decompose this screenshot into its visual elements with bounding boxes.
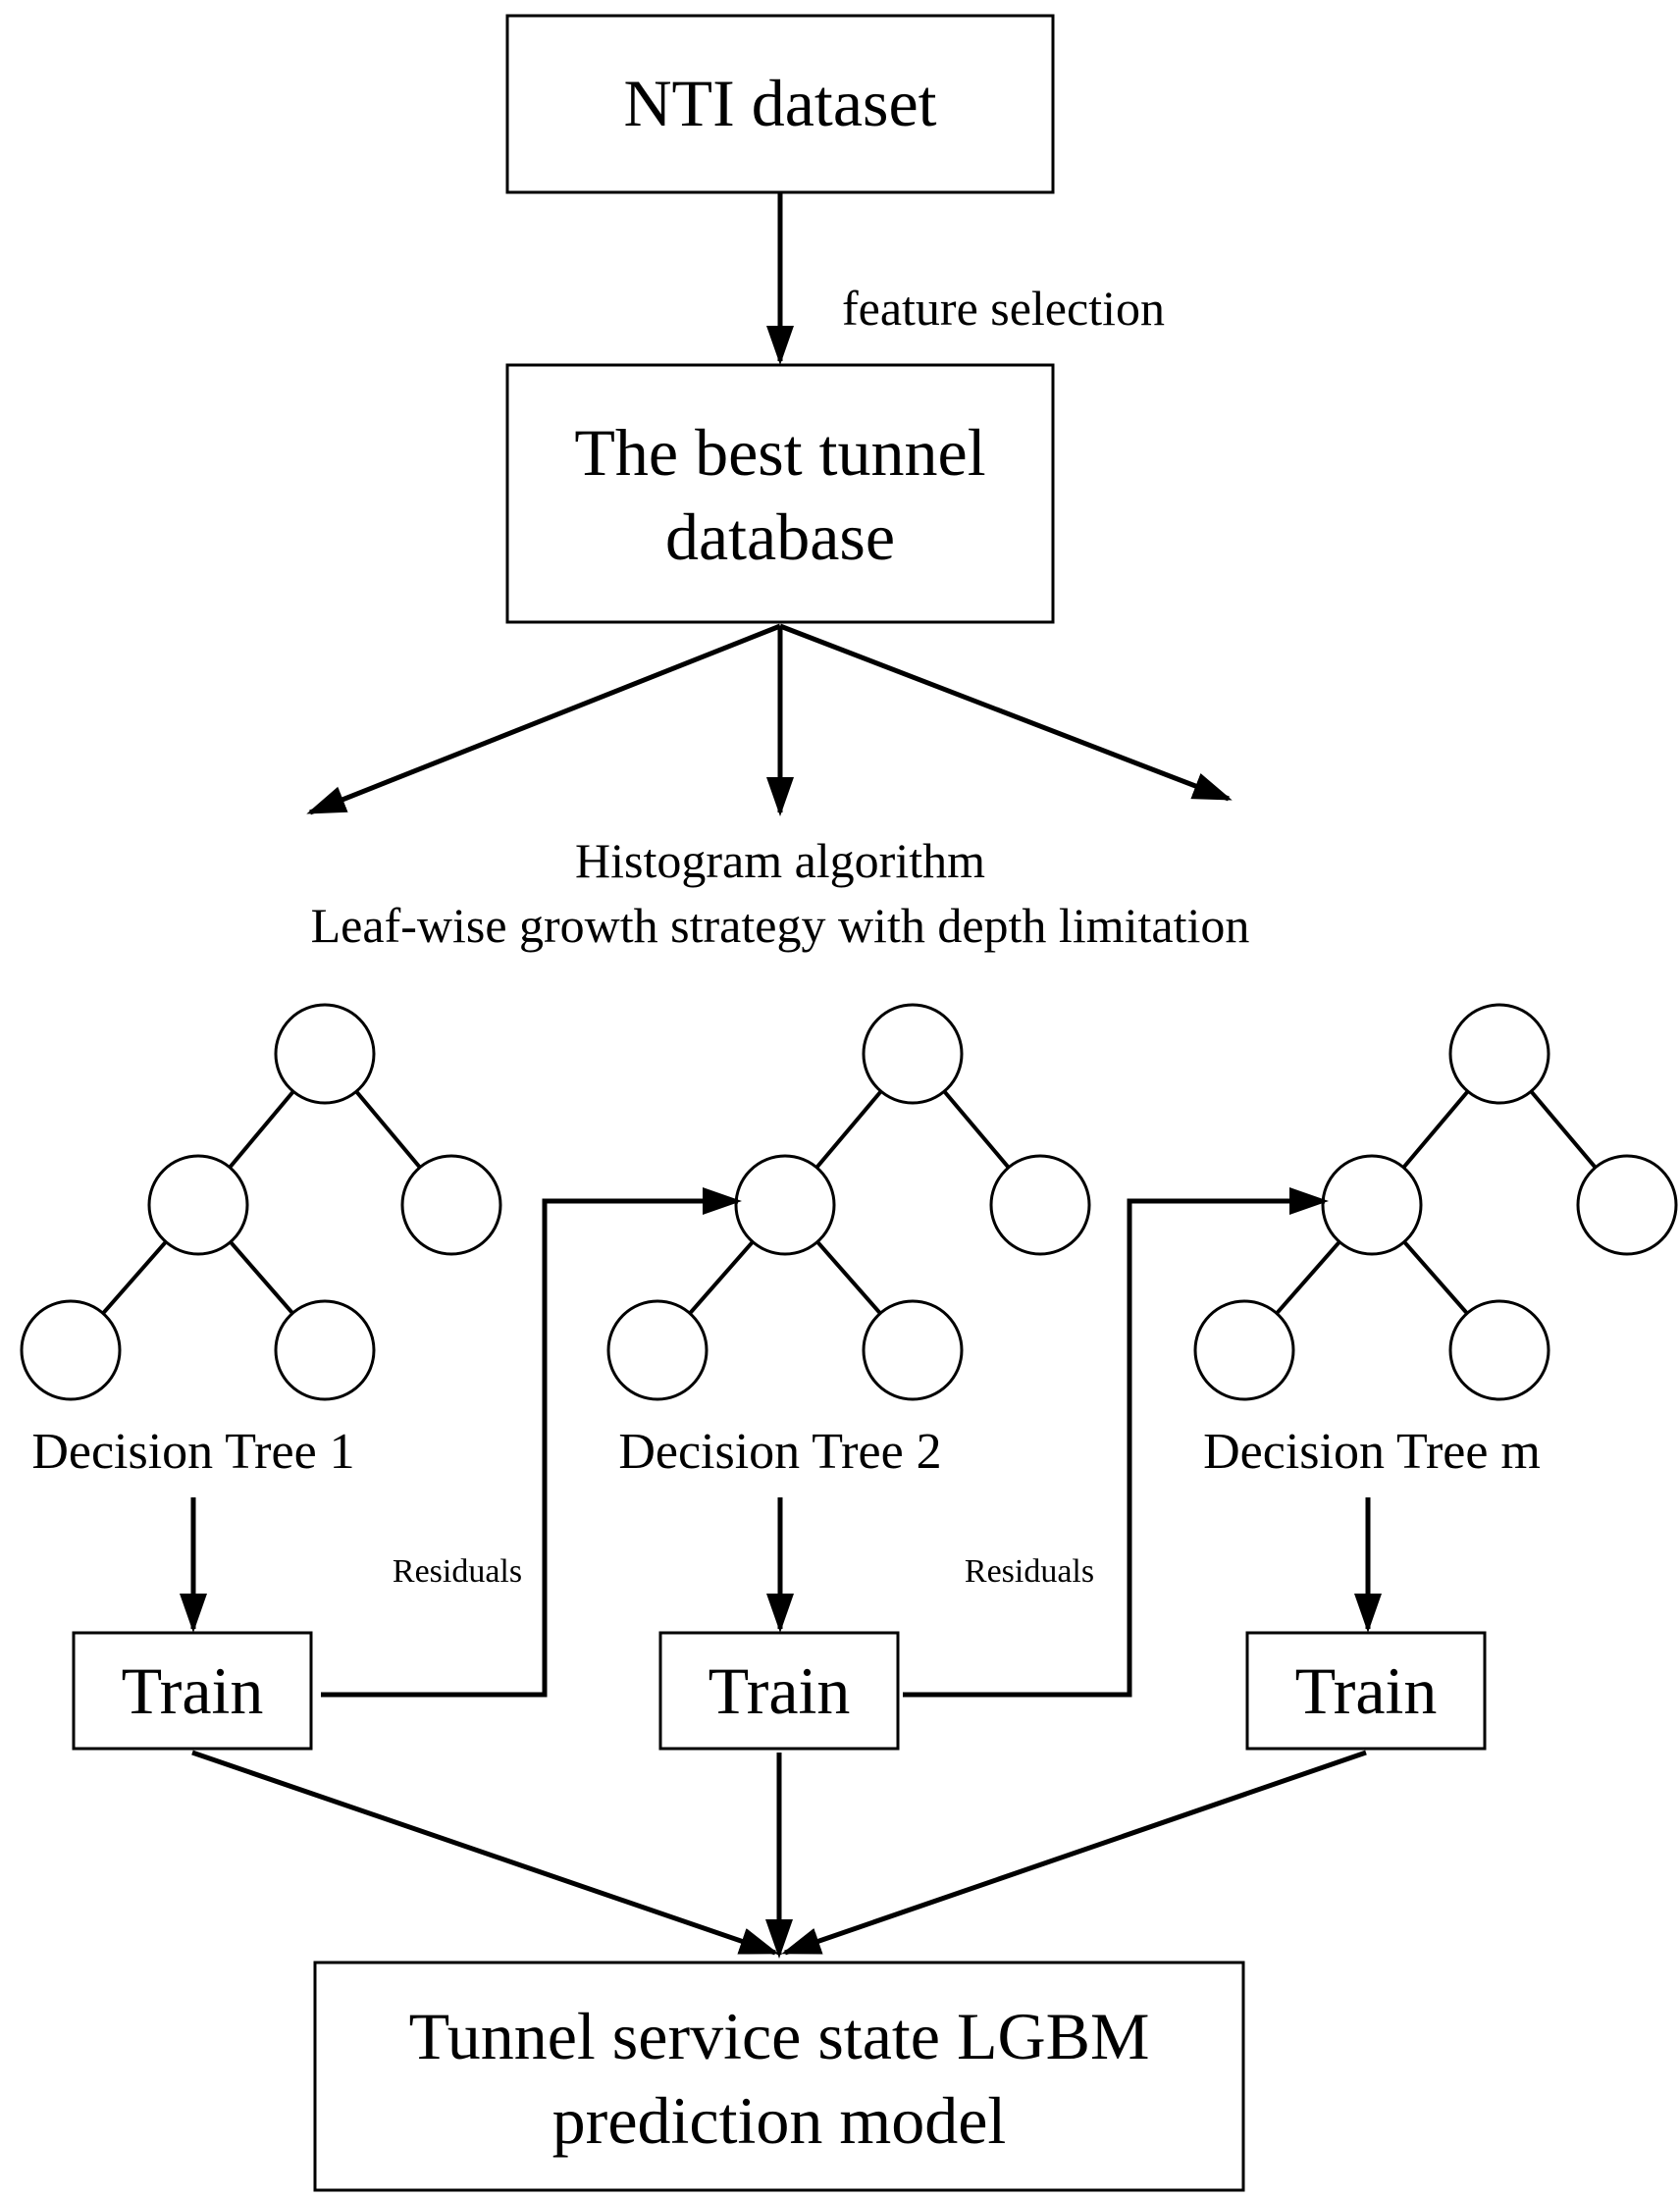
residuals-connector-2 bbox=[903, 1187, 1329, 1698]
tree-m-leaf-right bbox=[1448, 1299, 1550, 1401]
tree-2-left-node bbox=[734, 1154, 836, 1256]
residuals-connector-1 bbox=[321, 1187, 742, 1698]
database-label-line1: The best tunnel bbox=[574, 415, 985, 490]
algorithm-label-line2: Leaf-wise growth strategy with depth lim… bbox=[311, 898, 1250, 953]
model-label-line2: prediction model bbox=[552, 2083, 1007, 2158]
decision-tree-m-label: Decision Tree m bbox=[1203, 1424, 1541, 1480]
tree-1-left-node bbox=[147, 1154, 249, 1256]
tree-m-right-node bbox=[1576, 1154, 1678, 1256]
train-m-label: Train bbox=[1295, 1653, 1438, 1728]
model-label-line1: Tunnel service state LGBM bbox=[409, 1999, 1150, 2073]
decision-tree-2-label: Decision Tree 2 bbox=[618, 1424, 941, 1480]
train-box-m: Train bbox=[1245, 1631, 1487, 1751]
dataset-label: NTI dataset bbox=[623, 66, 936, 140]
tree-2-leaf-left bbox=[606, 1299, 709, 1401]
database-label-line2: database bbox=[665, 499, 895, 574]
residuals-label-2: Residuals bbox=[965, 1553, 1094, 1590]
decision-tree-1-label: Decision Tree 1 bbox=[31, 1424, 354, 1480]
dataset-box: NTI dataset bbox=[505, 14, 1055, 194]
decision-tree-m bbox=[1193, 1003, 1678, 1401]
train-1-label: Train bbox=[122, 1653, 264, 1728]
tree-1-root-node bbox=[274, 1003, 376, 1105]
prediction-model-box: Tunnel service state LGBM prediction mod… bbox=[313, 1961, 1245, 2192]
decision-tree-2 bbox=[606, 1003, 1091, 1401]
train-box-2: Train bbox=[658, 1631, 900, 1751]
tree-m-root-node bbox=[1448, 1003, 1550, 1105]
arrow-database-left bbox=[306, 623, 781, 815]
residuals-label-1: Residuals bbox=[393, 1553, 522, 1590]
train-2-label: Train bbox=[709, 1653, 851, 1728]
feature-selection-label: feature selection bbox=[842, 281, 1165, 336]
tree-1-leaf-left bbox=[20, 1299, 122, 1401]
database-box: The best tunnel database bbox=[505, 363, 1055, 624]
tree-2-leaf-right bbox=[862, 1299, 964, 1401]
tree-1-right-node bbox=[400, 1154, 502, 1256]
train-box-1: Train bbox=[72, 1631, 313, 1751]
decision-tree-1 bbox=[20, 1003, 502, 1401]
tree-m-leaf-left bbox=[1193, 1299, 1295, 1401]
tree-1-leaf-right bbox=[274, 1299, 376, 1401]
arrow-train-1-to-model bbox=[191, 1750, 779, 1956]
algorithm-label-line1: Histogram algorithm bbox=[575, 833, 985, 888]
tree-m-left-node bbox=[1321, 1154, 1423, 1256]
tree-2-root-node bbox=[862, 1003, 964, 1105]
arrow-database-right bbox=[779, 623, 1233, 802]
arrow-train-m-to-model bbox=[781, 1750, 1367, 1956]
tree-2-right-node bbox=[989, 1154, 1091, 1256]
